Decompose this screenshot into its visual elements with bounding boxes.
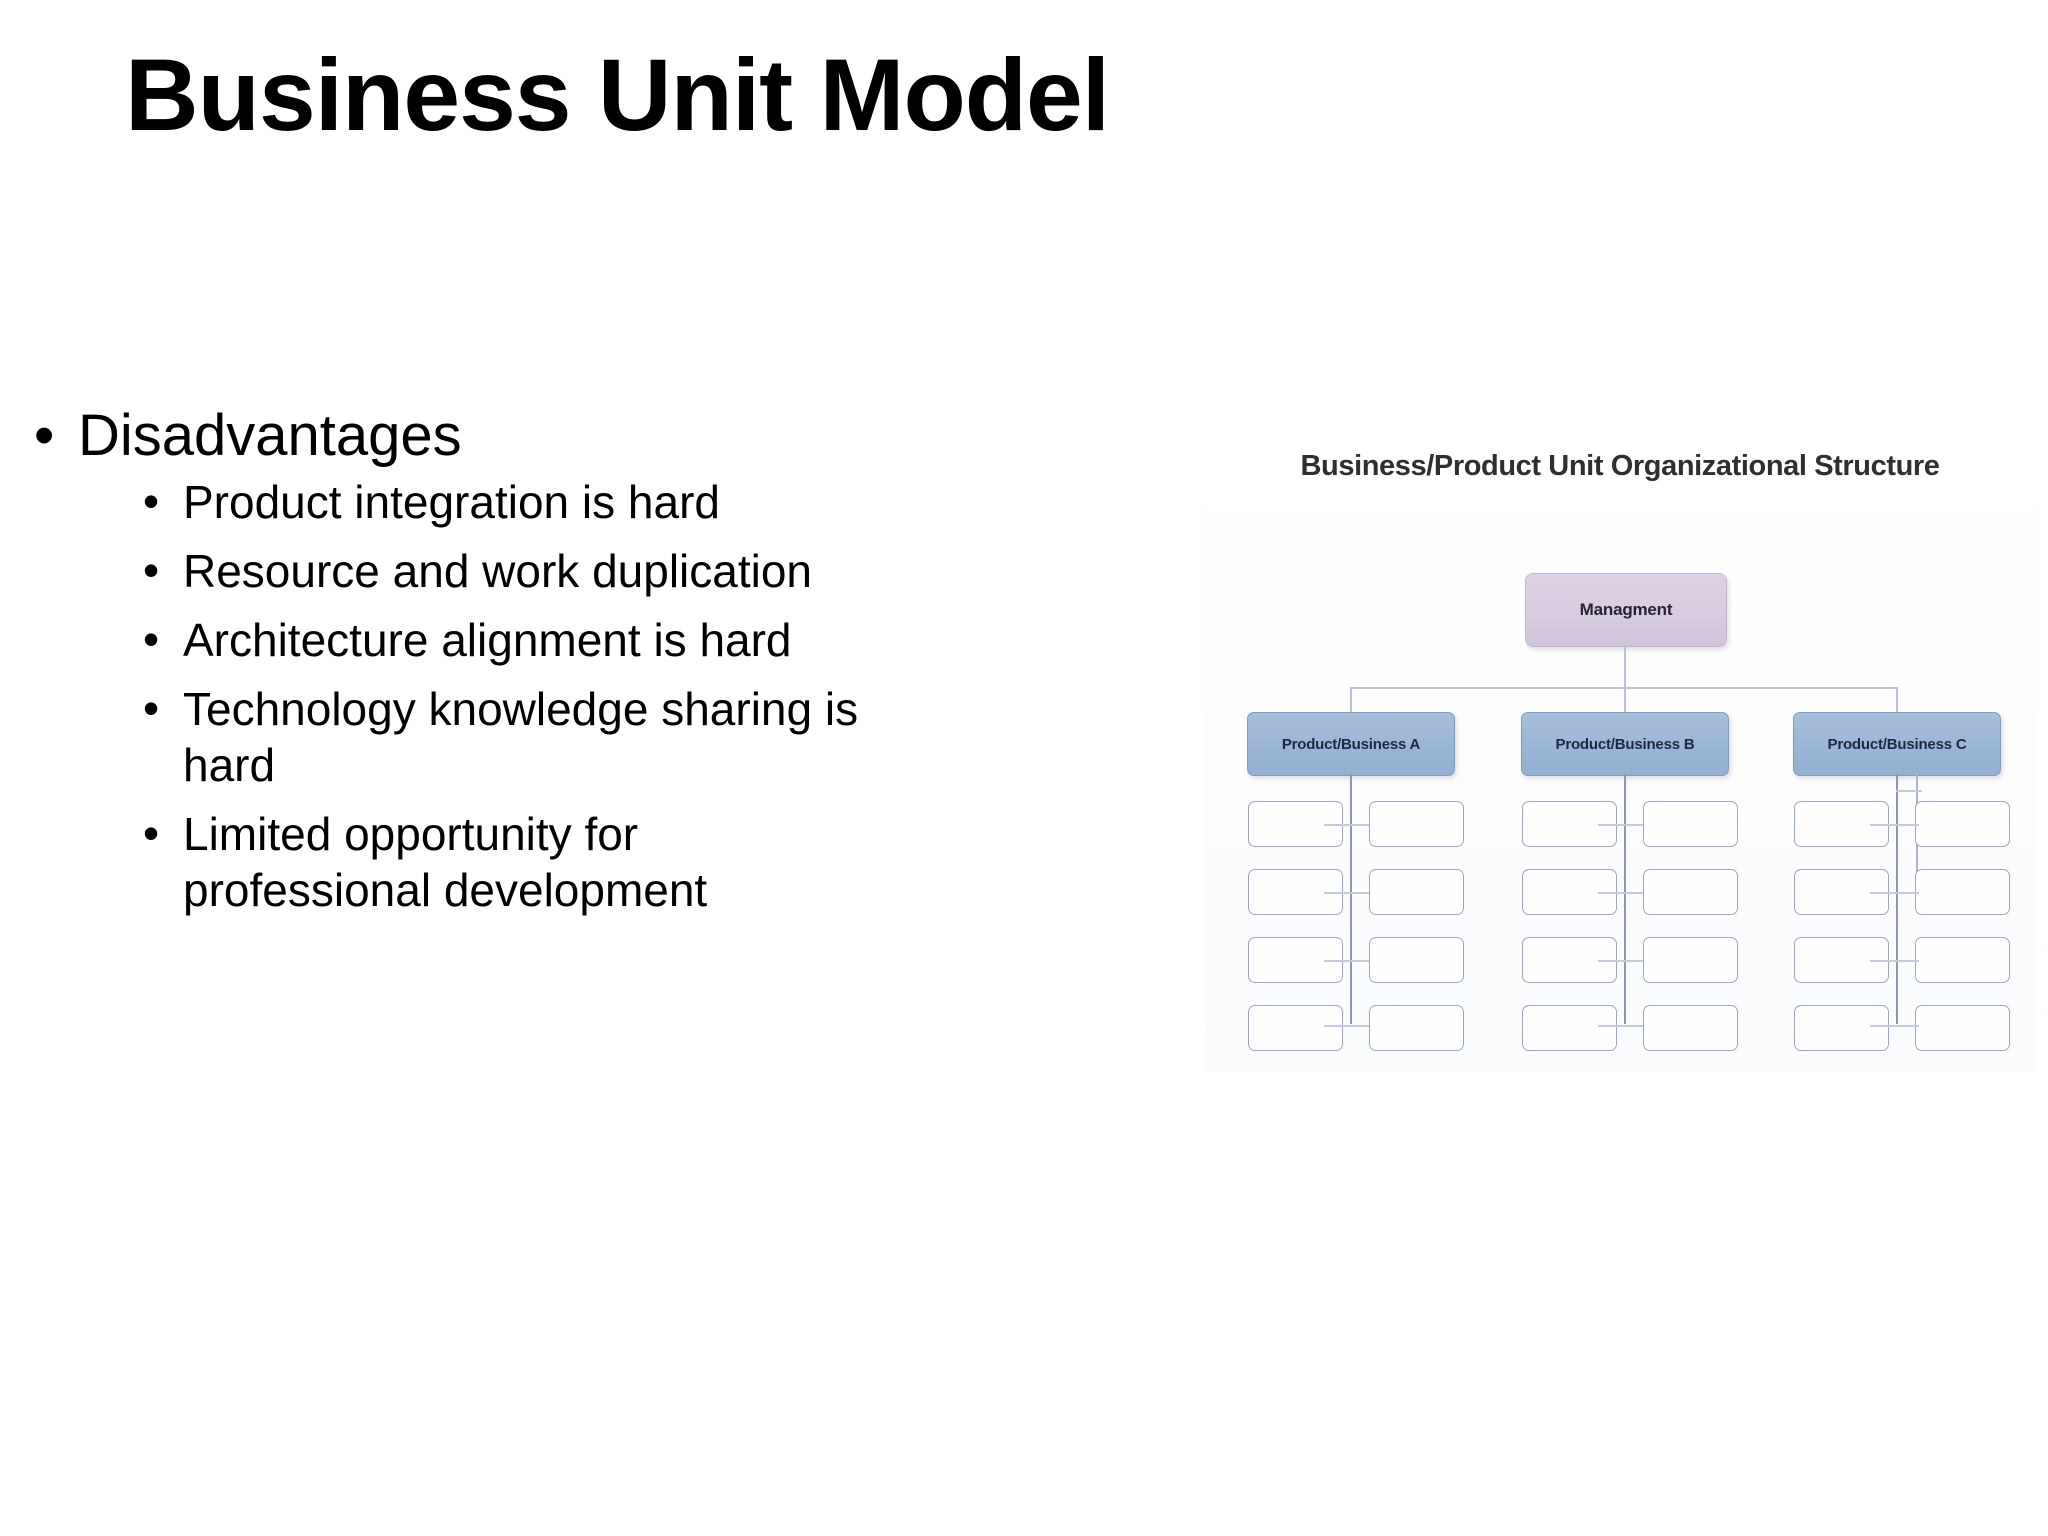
connector-leaf-stub [1617,824,1643,826]
org-leaf-box [1369,869,1464,915]
bullet-level2-label: Architecture alignment is hard [183,613,792,666]
connector-leaf-stub [1598,824,1624,826]
org-leaf-box [1522,1005,1617,1051]
connector-leaf-stub [1870,1025,1896,1027]
bullet-level2-label: Resource and work duplication [183,544,813,597]
connector-leaf-stub [1343,960,1369,962]
connector-leaf-stub [1896,790,1922,792]
org-leaf-box [1643,869,1738,915]
connector-leaf-stub [1889,892,1919,894]
org-node-unit-b-label: Product/Business B [1555,735,1695,753]
connector-leaf-stub [1343,892,1369,894]
connector-leaf-stub [1889,1025,1919,1027]
org-node-unit-b: Product/Business B [1521,712,1729,776]
connector-drop-unit-b [1624,687,1626,713]
connector-leaf-stub [1870,960,1896,962]
list-item: • Technology knowledge sharing is hard [138,681,1170,793]
org-leaf-box [1643,937,1738,983]
connector-leaf-stub [1617,960,1643,962]
org-leaf-box [1915,869,2010,915]
list-item: • Architecture alignment is hard [138,612,1170,668]
connector-leaf-stub [1598,892,1624,894]
bullet-sublist: • Product integration is hard • Resource… [138,474,1170,919]
org-leaf-box [1248,1005,1343,1051]
connector-spine-b [1624,774,1626,1024]
org-leaf-box [1794,801,1889,847]
connector-leaf-stub [1324,892,1350,894]
connector-leaf-stub [1324,1025,1350,1027]
connector-leaf-stub [1617,892,1643,894]
connector-spine-a [1350,774,1352,1024]
connector-leaf-stub [1889,960,1919,962]
connector-leaf-stub [1870,892,1896,894]
org-node-unit-c-label: Product/Business C [1827,735,1967,753]
org-leaf-box [1369,801,1464,847]
org-chart-title: Business/Product Unit Organizational Str… [1300,450,1940,482]
bullet-glyph-icon: • [143,474,160,527]
page-title: Business Unit Model [125,38,1110,152]
org-node-unit-a: Product/Business A [1247,712,1455,776]
connector-leaf-stub [1598,960,1624,962]
connector-leaf-stub [1870,824,1896,826]
connector-leaf-stub [1889,824,1919,826]
bullet-glyph-icon: • [143,807,160,860]
bullet-level2-label: Limited opportunity for professional dev… [183,808,708,917]
org-leaf-box [1915,801,2010,847]
org-node-unit-c: Product/Business C [1793,712,2001,776]
org-node-management-label: Managment [1579,600,1673,619]
connector-leaf-stub [1324,960,1350,962]
org-leaf-box [1643,801,1738,847]
bullet-glyph-icon: • [34,403,55,468]
connector-leaf-stub [1343,824,1369,826]
connector-spine-c [1896,774,1898,1024]
list-item: • Product integration is hard [138,474,1170,530]
org-leaf-box [1369,937,1464,983]
bullet-glyph-icon: • [143,681,160,734]
org-leaf-box [1794,1005,1889,1051]
bullet-glyph-icon: • [143,543,160,596]
connector-drop-unit-a [1350,687,1352,713]
org-leaf-box [1915,1005,2010,1051]
list-item: • Limited opportunity for professional d… [138,806,1170,918]
org-leaf-box [1369,1005,1464,1051]
org-leaf-box [1915,937,2010,983]
org-leaf-box [1248,801,1343,847]
bullet-glyph-icon: • [143,612,160,665]
org-leaf-box [1643,1005,1738,1051]
connector-leaf-stub [1343,1025,1369,1027]
connector-leaf-stub [1324,824,1350,826]
connector-management-down [1624,645,1626,688]
list-item: • Resource and work duplication [138,543,1170,599]
org-node-management: Managment [1525,573,1727,647]
connector-drop-unit-c [1896,687,1898,713]
connector-leaf-stub [1617,1025,1643,1027]
connector-leaf-stub [1598,1025,1624,1027]
org-node-unit-a-label: Product/Business A [1281,735,1421,753]
bullet-level1-disadvantages: • Disadvantages [30,403,1170,468]
org-chart-image: Business/Product Unit Organizational Str… [1205,432,2035,1072]
body-content: • Disadvantages • Product integration is… [30,403,1170,931]
bullet-level2-label: Technology knowledge sharing is hard [183,682,859,792]
bullet-level1-label: Disadvantages [78,403,462,468]
bullet-level2-label: Product integration is hard [183,475,720,528]
